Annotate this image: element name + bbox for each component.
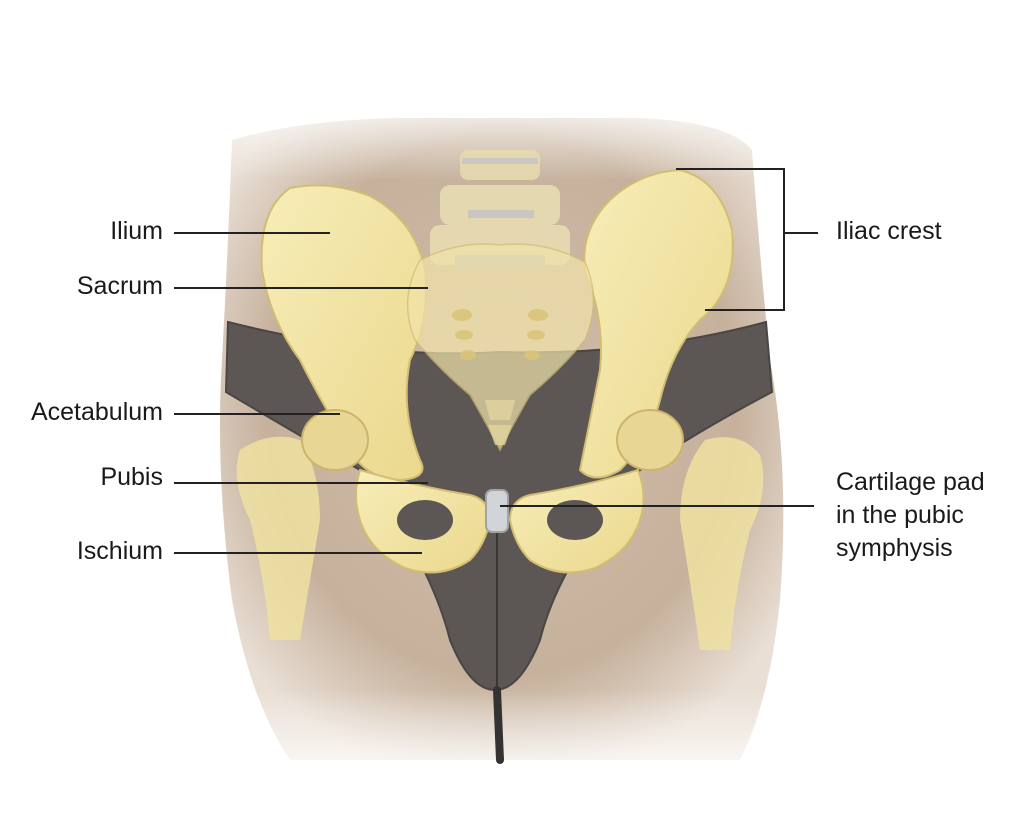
iliac-crest-bracket [676,168,785,311]
label-cartilage-pad: Cartilage pad in the pubic symphysis [836,466,985,565]
right-acetabulum [616,409,684,471]
label-ilium: Ilium [110,217,163,245]
left-acetabulum [301,409,369,471]
label-cartilage-pad-line-1: Cartilage pad [836,468,985,496]
pubic-symphysis-cartilage [485,489,509,533]
sacrum [406,243,595,452]
left-ilium [260,184,427,482]
label-cartilage-pad-line-3: symphysis [836,534,953,562]
label-sacrum: Sacrum [76,272,163,300]
label-acetabulum: Acetabulum [30,398,163,426]
left-femur [236,436,320,640]
coccyx [485,400,515,445]
right-femur [680,437,764,650]
label-iliac-crest: Iliac crest [836,217,942,245]
label-cartilage-pad-line-2: in the pubic [836,501,964,529]
sacral-foramina [452,309,548,360]
right-ilium [578,168,734,479]
label-ischium: Ischium [76,537,163,565]
label-pubis: Pubis [100,463,163,491]
